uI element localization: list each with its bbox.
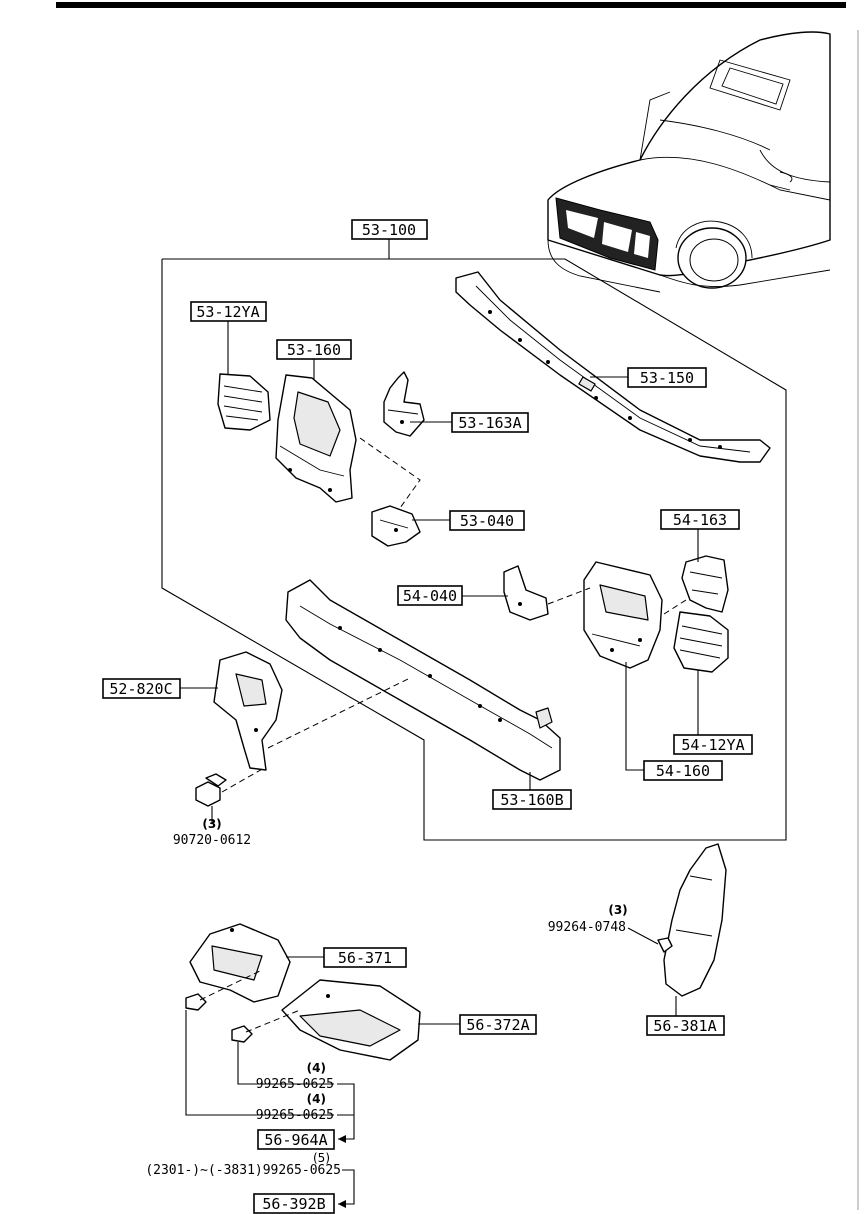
callout-56-371: 56-371 [323, 947, 407, 968]
callout-label: 53-160 [287, 341, 341, 359]
part-53-150-upper-member [455, 271, 771, 463]
leader-lines [180, 320, 699, 1208]
callout-56-964A: 56-964A [257, 1129, 335, 1150]
bolt-90720-0612 [195, 773, 227, 807]
callout-54-040: 54-040 [397, 585, 463, 606]
callout-label: 56-392B [262, 1195, 325, 1213]
fastener-99265-0625-serial: (5) (2301-)~(-3831)99265-0625 [145, 1151, 341, 1178]
car-illustration [547, 31, 831, 293]
top-border-bar [56, 2, 846, 8]
callout-label: 53-150 [640, 369, 694, 387]
fastener-part-number: 90720-0612 [173, 833, 251, 848]
callout-53-12YA: 53-12YA [190, 301, 267, 322]
fastener-quantity: (4) [307, 1061, 326, 1075]
fastener-99265-0625-lower: (4) 99265-0625 [256, 1092, 334, 1123]
callout-54-12YA: 54-12YA [673, 734, 753, 755]
callout-53-040: 53-040 [449, 510, 525, 531]
callout-label: 54-040 [403, 587, 457, 605]
fastener-part-number: 99265-0625 [256, 1077, 334, 1092]
part-54-163-bracket [681, 555, 729, 613]
callout-53-150: 53-150 [627, 367, 707, 388]
callout-label: 54-160 [656, 762, 710, 780]
assembly-outline-53-100 [161, 239, 787, 841]
callout-label: 56-964A [264, 1131, 327, 1149]
clip-99264-0748 [657, 937, 673, 953]
callout-53-100: 53-100 [351, 219, 428, 240]
callout-54-163: 54-163 [660, 509, 740, 530]
callout-label: 53-040 [460, 512, 514, 530]
callout-56-381A: 56-381A [646, 1015, 725, 1036]
callout-label: 53-100 [362, 221, 416, 239]
fastener-99264-0748: (3) 99264-0748 [548, 903, 628, 935]
callout-label: 54-163 [673, 511, 727, 529]
fastener-99265-0625-upper: (4) 99265-0625 [256, 1061, 334, 1092]
clip-99265-0625-a [185, 993, 207, 1011]
part-53-12YA-bracket [217, 373, 271, 431]
callout-53-160: 53-160 [276, 339, 352, 360]
callout-label: 54-12YA [681, 736, 744, 754]
fastener-part-number: (2301-)~(-3831)99265-0625 [145, 1163, 341, 1178]
fastener-90720-0612: (3) 90720-0612 [173, 817, 251, 848]
callout-label: 52-820C [109, 680, 172, 698]
part-56-371-under-cover [189, 923, 291, 1003]
callout-56-372A: 56-372A [459, 1014, 537, 1035]
part-54-160-side-panel [583, 561, 663, 669]
fastener-quantity: (3) [202, 817, 221, 831]
part-53-160B-lower-member [285, 579, 561, 781]
callout-label: 53-163A [458, 414, 521, 432]
callout-53-163A: 53-163A [451, 412, 529, 433]
callout-label: 56-372A [466, 1016, 529, 1034]
part-56-372A-under-cover [281, 979, 421, 1061]
part-53-163A-bracket [383, 371, 425, 437]
fastener-quantity: (4) [307, 1092, 326, 1106]
callout-label: 56-371 [338, 949, 392, 967]
callout-label: 53-12YA [196, 303, 259, 321]
part-53-040-bracket [371, 505, 421, 547]
part-56-381A-splash-shield [663, 843, 727, 997]
callout-label: 53-160B [500, 791, 563, 809]
part-54-12YA-bracket [673, 611, 729, 673]
callout-52-820C: 52-820C [102, 678, 181, 699]
fastener-part-number: 99265-0625 [256, 1108, 334, 1123]
callout-53-160B: 53-160B [492, 789, 572, 810]
fastener-quantity: (3) [608, 903, 627, 917]
part-54-040-bracket [503, 565, 549, 621]
fastener-quantity: (5) [313, 1151, 330, 1165]
clip-99265-0625-b [231, 1025, 253, 1043]
part-52-820C-bracket [213, 651, 283, 771]
fastener-part-number: 99264-0748 [548, 920, 626, 935]
callout-56-392B: 56-392B [253, 1193, 335, 1214]
callout-label: 56-381A [653, 1017, 716, 1035]
phantom-lines [199, 437, 687, 1033]
callout-54-160: 54-160 [643, 760, 723, 781]
part-53-160-side-panel [275, 374, 357, 503]
